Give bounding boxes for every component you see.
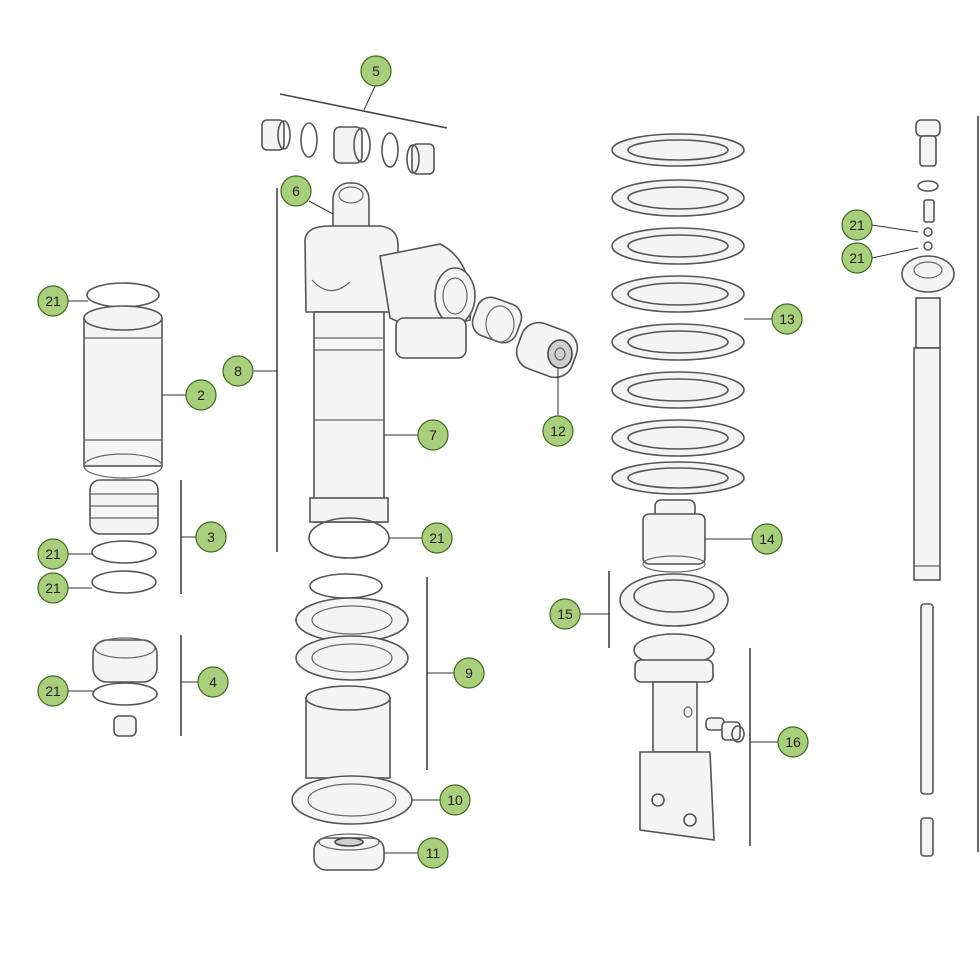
part-7-body-tube bbox=[313, 311, 385, 523]
callout-12: 12 bbox=[542, 415, 574, 447]
callout-10: 10 bbox=[439, 784, 471, 816]
part-3-floating-piston bbox=[89, 479, 182, 594]
callout-21: 21 bbox=[841, 242, 873, 274]
part-8-body-assembly bbox=[276, 182, 476, 559]
callout-5: 5 bbox=[360, 55, 392, 87]
part-13-coil-spring bbox=[611, 133, 745, 495]
shaft-assembly bbox=[901, 116, 979, 857]
part-4-reservoir-cap bbox=[92, 635, 182, 737]
callout-21: 21 bbox=[421, 522, 453, 554]
callout-4: 4 bbox=[197, 666, 229, 698]
part-16-lower-clevis bbox=[634, 648, 751, 846]
callout-label: 21 bbox=[45, 683, 61, 699]
callout-7: 7 bbox=[417, 419, 449, 451]
leader-lines bbox=[68, 83, 919, 854]
callout-15: 15 bbox=[549, 598, 581, 630]
part-2-reservoir-cylinder bbox=[83, 282, 163, 479]
callout-21: 21 bbox=[37, 538, 69, 570]
callout-label: 3 bbox=[207, 529, 215, 545]
callout-11: 11 bbox=[417, 837, 449, 869]
part-11-bottom-cap bbox=[313, 833, 385, 871]
part-15-spring-retainer bbox=[608, 571, 729, 667]
callout-label: 5 bbox=[372, 63, 380, 79]
callout-8: 8 bbox=[222, 355, 254, 387]
callout-label: 21 bbox=[849, 250, 865, 266]
callout-13: 13 bbox=[771, 303, 803, 335]
callout-label: 7 bbox=[429, 427, 437, 443]
callout-label: 12 bbox=[550, 423, 566, 439]
callout-21: 21 bbox=[841, 209, 873, 241]
callout-label: 15 bbox=[557, 606, 573, 622]
callout-label: 14 bbox=[759, 531, 775, 547]
callout-label: 6 bbox=[292, 183, 300, 199]
callout-label: 21 bbox=[45, 580, 61, 596]
callout-label: 8 bbox=[234, 363, 242, 379]
callout-2: 2 bbox=[185, 379, 217, 411]
part-10-seal-plate bbox=[291, 775, 413, 825]
callout-16: 16 bbox=[777, 726, 809, 758]
callout-label: 21 bbox=[45, 293, 61, 309]
callout-label: 13 bbox=[779, 311, 795, 327]
callout-21: 21 bbox=[37, 285, 69, 317]
callout-label: 21 bbox=[429, 530, 445, 546]
part-14-bump-stop bbox=[642, 499, 706, 573]
callout-label: 21 bbox=[45, 546, 61, 562]
callout-label: 11 bbox=[426, 845, 441, 861]
callout-label: 21 bbox=[849, 217, 865, 233]
part-5-bushing-set bbox=[261, 93, 448, 175]
callout-6: 6 bbox=[280, 175, 312, 207]
callout-label: 4 bbox=[209, 674, 217, 690]
part-12-adjuster bbox=[471, 296, 579, 379]
callout-9: 9 bbox=[453, 657, 485, 689]
callout-14: 14 bbox=[751, 523, 783, 555]
callout-label: 9 bbox=[465, 665, 473, 681]
callout-label: 16 bbox=[785, 734, 801, 750]
callout-label: 2 bbox=[197, 387, 205, 403]
part-9-preload-collars bbox=[295, 573, 428, 779]
callout-21: 21 bbox=[37, 675, 69, 707]
callout-21: 21 bbox=[37, 572, 69, 604]
callout-label: 10 bbox=[447, 792, 463, 808]
callout-3: 3 bbox=[195, 521, 227, 553]
